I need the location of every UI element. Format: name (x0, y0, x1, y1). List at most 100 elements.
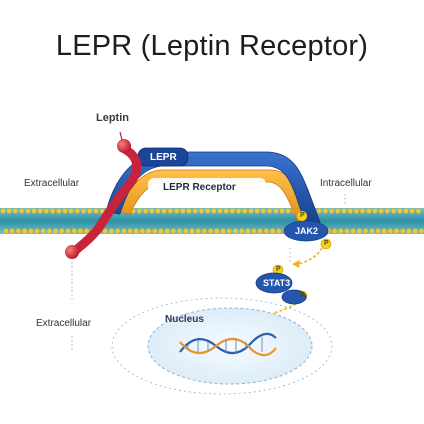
leptin-ball-bottom (65, 245, 79, 259)
lipid-head (347, 208, 354, 214)
phospho-label: P (300, 212, 305, 219)
lipid-head (46, 228, 53, 234)
lipid-head (27, 228, 34, 234)
lipid-head (161, 208, 167, 214)
lipid-head (167, 208, 174, 214)
lipid-head (0, 208, 6, 214)
lipid-head (12, 208, 19, 214)
page-title: LEPR (Leptin Receptor) (55, 30, 369, 62)
lipid-head (40, 228, 47, 234)
lipid-head (415, 208, 422, 214)
lipid-head (24, 208, 31, 214)
lipid-head (15, 228, 22, 234)
jak2-label: JAK2 (295, 226, 319, 236)
lipid-head (59, 228, 65, 234)
lipid-head (226, 228, 232, 234)
lipid-head (77, 228, 84, 234)
lipid-head (43, 208, 50, 214)
lipid-head (37, 208, 44, 214)
lipid-head (93, 208, 99, 214)
lipid-head (248, 208, 254, 214)
lipid-head (365, 208, 372, 214)
lipid-head (418, 228, 424, 234)
lipid-head (409, 208, 416, 214)
phospho-marker (296, 210, 308, 222)
lipid-head (65, 228, 71, 234)
leptin-label: Leptin (96, 112, 129, 124)
lipid-head (21, 228, 28, 234)
lipid-head (375, 228, 381, 234)
lipid-head (62, 208, 68, 214)
lipid-head (337, 228, 344, 234)
lipid-head (220, 228, 226, 234)
lipid-head (176, 228, 183, 234)
leptin-ball-top (117, 139, 131, 153)
phospho-marker (320, 238, 332, 250)
guide-lines (71, 194, 346, 352)
lipid-head (272, 208, 279, 214)
lipid-head (393, 228, 400, 234)
lipid-head (396, 208, 403, 214)
lipid-head (331, 228, 338, 234)
lipid-head (148, 208, 155, 214)
lipid-head (334, 208, 341, 214)
lipid-head (56, 208, 62, 214)
lipid-head (136, 208, 143, 214)
lipid-head (155, 208, 161, 214)
lipid-head (52, 228, 59, 234)
lipid-head (232, 228, 239, 234)
lipid-head (102, 228, 108, 234)
lipid-bilayer-icon (0, 208, 424, 234)
lipid-head (201, 228, 208, 234)
lipid-head (210, 208, 217, 214)
lipid-head (9, 228, 16, 234)
lipid-head (223, 208, 229, 214)
lipid-head (412, 228, 419, 234)
lipid-head (127, 228, 133, 234)
lipid-head (49, 208, 56, 214)
lipid-head (198, 208, 205, 214)
lipid-head (378, 208, 385, 214)
dna-helix-icon (179, 332, 277, 357)
lipid-head (260, 208, 267, 214)
lipid-head (362, 228, 369, 234)
nucleus-outer (111, 297, 333, 395)
lipid-head (285, 208, 292, 214)
lipid-head (139, 228, 146, 234)
phospho-label: P (276, 266, 281, 273)
lipid-head (158, 228, 164, 234)
lipid-head (229, 208, 236, 214)
lipid-head (133, 228, 139, 234)
lipid-head (217, 208, 223, 214)
lipid-head (254, 208, 261, 214)
lipid-head (235, 208, 242, 214)
lipid-head (182, 228, 189, 234)
lipid-head (238, 228, 245, 234)
lipid-head (207, 228, 214, 234)
lipid-head (80, 208, 87, 214)
lipid-head (87, 208, 93, 214)
lipid-head (189, 228, 195, 234)
lipid-head (83, 228, 90, 234)
phospho-label: P (300, 292, 305, 299)
lipid-head (18, 208, 25, 214)
lipid-head (244, 228, 251, 234)
lipid-head (251, 228, 257, 234)
lipid-head (350, 228, 357, 234)
lipid-head (269, 228, 276, 234)
lipid-head (359, 208, 366, 214)
lipid-head (316, 208, 323, 214)
lipid-head (263, 228, 270, 234)
lipid-head (353, 208, 360, 214)
lipid-head (328, 208, 335, 214)
lipid-head (68, 208, 74, 214)
stat3-node (255, 272, 293, 294)
lipid-head (195, 228, 201, 234)
extracellular-label-top: Extracellular (24, 178, 80, 189)
lipid-head (213, 228, 220, 234)
lipid-head (173, 208, 180, 214)
lipid-head (34, 228, 40, 234)
lipid-head (279, 208, 285, 214)
lipid-head (142, 208, 149, 214)
